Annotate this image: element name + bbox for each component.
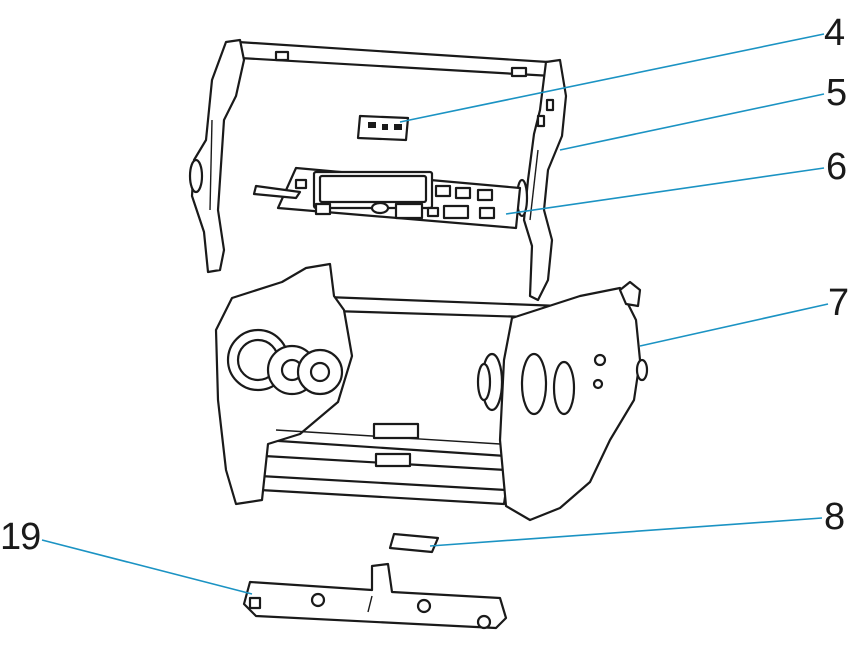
upper-frame-part (188, 38, 568, 302)
callout-19: 19 (0, 516, 41, 558)
bottom-bar-part (242, 562, 508, 630)
callout-7: 7 (828, 282, 849, 324)
callout-8: 8 (824, 496, 845, 538)
circuit-board-part (252, 166, 522, 230)
main-chassis-part (214, 262, 649, 522)
leader-4 (399, 33, 825, 123)
callout-6: 6 (826, 146, 847, 188)
chip-module-part (356, 114, 410, 142)
callout-5: 5 (826, 72, 847, 114)
sensor-block-part (388, 532, 440, 554)
leader-5 (559, 93, 825, 151)
leader-7 (639, 303, 829, 347)
callout-4: 4 (824, 12, 845, 54)
leader-8 (429, 517, 823, 547)
leader-19 (41, 539, 253, 595)
leader-lines (41, 33, 829, 595)
leader-6 (505, 167, 825, 215)
